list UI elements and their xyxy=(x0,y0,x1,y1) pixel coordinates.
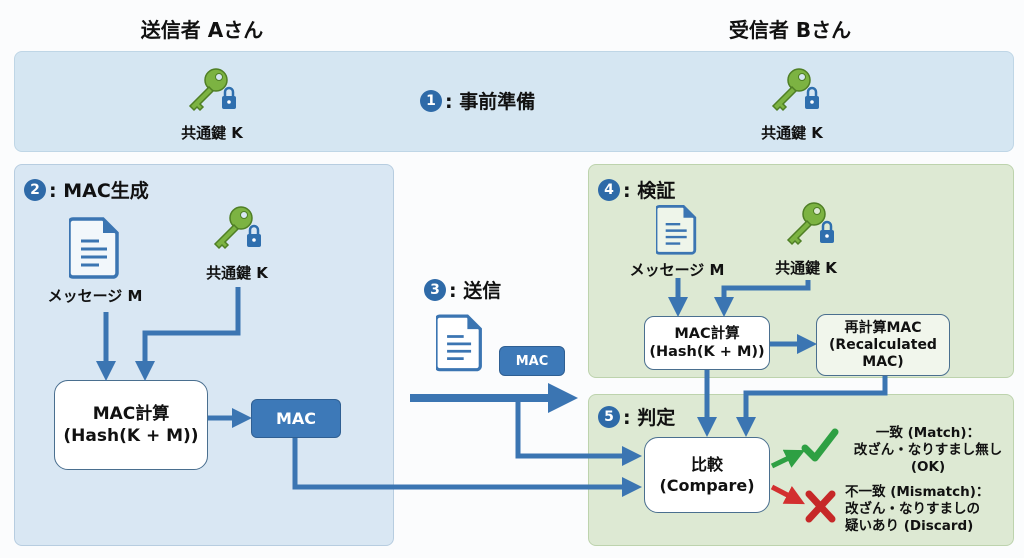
sender-message-label: メッセージ M xyxy=(47,287,143,305)
match-result: 一致 (Match)： 改ざん・なりすまし無し (OK) xyxy=(843,425,1013,476)
recalculated-mac-en2: MAC) xyxy=(862,353,904,370)
sender-mac-box: MAC xyxy=(251,399,341,438)
compare-subtitle: (Compare) xyxy=(659,476,755,495)
arrow-to-mismatch xyxy=(770,484,805,505)
sender-message-icon xyxy=(67,215,121,283)
step4-title: : 検証 xyxy=(623,180,676,202)
match-title: 一致 (Match)： xyxy=(875,425,981,441)
step4-key-icon xyxy=(778,200,848,252)
arrow-recalc-to-compare xyxy=(736,376,888,437)
arrow-key-to-calc xyxy=(135,287,241,381)
sender-mac-calc-box: MAC計算 (Hash(K + M)) xyxy=(54,380,208,470)
step2-key-label: 共通鍵 K xyxy=(206,264,268,282)
compare-box: 比較 (Compare) xyxy=(644,437,770,513)
sender-mac-calc-formula: (Hash(K + M)) xyxy=(63,426,199,446)
receiver-key-icon xyxy=(763,66,833,118)
arrow-to-match xyxy=(770,449,806,469)
receiver-mac-calc-box: MAC計算 (Hash(K + M)) xyxy=(644,316,770,370)
sender-key-label: 共通鍵 K xyxy=(181,124,243,142)
step3-heading: 3 : 送信 xyxy=(424,276,501,303)
step1-number-badge: 1 xyxy=(420,89,442,112)
step2-number-badge: 2 xyxy=(24,178,46,201)
step1-title: : 事前準備 xyxy=(445,91,536,113)
sent-message-icon xyxy=(434,312,484,376)
receiver-message-icon xyxy=(654,203,698,259)
receiver-mac-calc-formula: (Hash(K + M)) xyxy=(649,344,765,360)
check-icon xyxy=(801,428,839,462)
receiver-title: 受信者 Bさん xyxy=(728,18,852,42)
arrow-r-key-to-calc xyxy=(714,280,811,317)
receiver-key-label: 共通鍵 K xyxy=(761,124,823,142)
receiver-message-label: メッセージ M xyxy=(629,261,725,279)
step4-number-badge: 4 xyxy=(598,178,620,201)
step5-heading: 5 : 判定 xyxy=(598,403,675,430)
step2-heading: 2 : MAC生成 xyxy=(24,176,149,203)
compare-title: 比較 xyxy=(690,455,723,474)
receiver-mac-calc-title: MAC計算 xyxy=(674,326,740,342)
sender-title: 送信者 Aさん xyxy=(140,18,264,42)
sender-mac-calc-title: MAC計算 xyxy=(92,404,170,424)
arrow-send-to-compare xyxy=(515,398,642,466)
mismatch-desc: 改ざん・なりすましの xyxy=(845,501,980,517)
match-status: (OK) xyxy=(910,459,946,475)
step4-heading: 4 : 検証 xyxy=(598,176,675,203)
step5-title: : 判定 xyxy=(623,407,676,429)
step1-panel xyxy=(14,51,1014,152)
match-desc: 改ざん・なりすまし無し xyxy=(853,442,1003,458)
step3-number-badge: 3 xyxy=(424,278,446,301)
mismatch-title: 不一致 (Mismatch)： xyxy=(845,484,990,500)
step1-heading: 1 : 事前準備 xyxy=(420,87,535,114)
step4-key-label: 共通鍵 K xyxy=(775,259,837,277)
arrow-mac-to-compare xyxy=(292,438,642,497)
step5-number-badge: 5 xyxy=(598,405,620,428)
recalculated-mac-en1: (Recalculated xyxy=(829,336,937,353)
step2-title: : MAC生成 xyxy=(49,180,149,202)
mismatch-status: 疑いあり (Discard) xyxy=(845,518,974,534)
mismatch-result: 不一致 (Mismatch)： 改ざん・なりすましの 疑いあり (Discard… xyxy=(845,484,1005,535)
cross-icon xyxy=(805,490,836,523)
sent-mac-box: MAC xyxy=(499,346,565,376)
recalculated-mac-title: 再計算MAC xyxy=(844,319,922,336)
step2-key-icon xyxy=(205,204,275,256)
sender-key-icon xyxy=(180,66,250,118)
send-arrow xyxy=(410,383,578,413)
recalculated-mac-box: 再計算MAC (Recalculated MAC) xyxy=(816,314,950,376)
step3-title: : 送信 xyxy=(449,280,502,302)
